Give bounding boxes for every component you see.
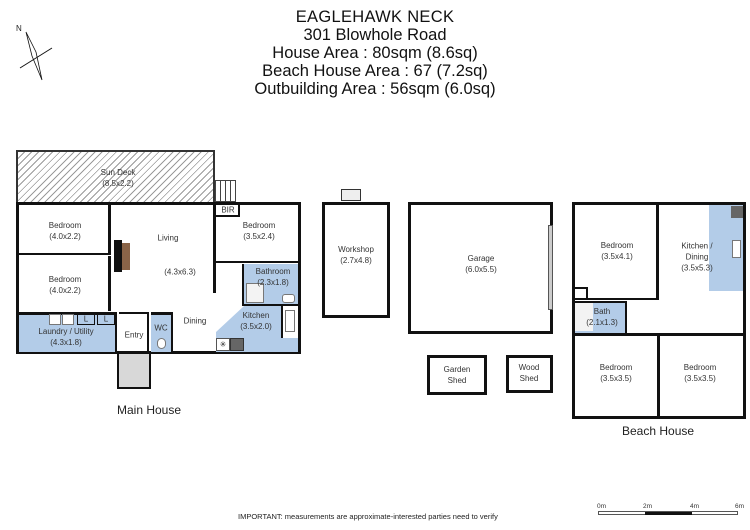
living-label: Living — [157, 233, 179, 243]
entry-porch — [117, 354, 151, 389]
entry-label: Entry — [124, 330, 144, 340]
living-dim: (4.3x6.3) — [164, 267, 196, 277]
laundry-tub-icon — [49, 314, 61, 325]
room-garden-shed — [427, 355, 487, 395]
main-house-outer-wall — [16, 202, 301, 354]
washer-icon — [62, 314, 74, 325]
workshop-label: Workshop (2.7x4.8) — [338, 245, 374, 265]
house-area: House Area : 80sqm (8.6sq) — [272, 44, 478, 62]
garage-door — [548, 225, 553, 310]
room-wc — [151, 312, 173, 352]
beach-shower-icon — [575, 303, 593, 331]
interior-wall — [213, 205, 216, 293]
laundry-label: Laundry / Utility (4.3x1.8) — [38, 327, 94, 347]
garden-shed-label: Garden Shed — [443, 365, 471, 385]
bedroom-1-label: Bedroom (4.0x2.2) — [48, 221, 82, 241]
kitchen-dining-label: Kitchen / Dining (3.5x5.3) — [681, 241, 713, 273]
bedroom-3-label: Bedroom (3.5x2.4) — [242, 221, 276, 241]
room-workshop — [322, 202, 390, 318]
bedroom-divider — [657, 333, 660, 416]
beach-house-area: Beach House Area : 67 (7.2sq) — [262, 62, 488, 80]
bedroom-2-label: Bedroom (4.0x2.2) — [48, 275, 82, 295]
room-beach-bedroom-1 — [575, 205, 659, 300]
workshop-sink-icon — [341, 189, 361, 201]
beach-closet — [575, 287, 588, 300]
beach-sink-icon — [732, 240, 741, 258]
room-entry — [119, 312, 149, 354]
room-sun-deck — [16, 150, 215, 204]
sun-deck-label: Sun Deck (8.5x2.2) — [100, 168, 136, 188]
room-wood-shed — [506, 355, 553, 393]
room-bir — [216, 205, 240, 217]
beach-bath-label: Bath (2.1x1.3) — [586, 307, 618, 327]
outbuilding-area: Outbuilding Area : 56sqm (6.0sq) — [254, 80, 496, 98]
deck-stairs — [215, 180, 236, 202]
room-bedroom-3 — [216, 205, 298, 263]
fireplace — [114, 240, 122, 272]
fireplace-hearth — [122, 243, 130, 270]
stove-icon — [230, 338, 244, 351]
linen-2-label: L — [103, 314, 109, 324]
beach-house-caption: Beach House — [622, 424, 695, 438]
main-house-caption: Main House — [117, 403, 182, 417]
room-linen-2 — [97, 314, 115, 325]
address: 301 Blowhole Road — [303, 26, 447, 44]
wood-shed-label: Wood Shed — [518, 363, 540, 383]
room-bedroom-1 — [19, 205, 111, 255]
beach-bedroom-2-label: Bedroom (3.5x3.5) — [599, 363, 633, 383]
bir-label: BIR — [221, 205, 235, 215]
disclaimer: IMPORTANT: measurements are approximate-… — [238, 512, 498, 521]
toilet-icon — [157, 338, 166, 349]
dining-label: Dining — [183, 316, 207, 326]
basin-icon — [282, 294, 295, 303]
bathroom-label: Bathroom (2.3x1.8) — [255, 267, 291, 287]
kitchen-label: Kitchen (3.5x2.0) — [240, 311, 272, 331]
room-linen-1 — [77, 314, 95, 325]
suburb-title: EAGLEHAWK NECK — [295, 8, 455, 26]
beach-house-outer-wall — [572, 202, 746, 419]
compass-label: N — [16, 24, 22, 33]
fridge-icon: ✳ — [216, 338, 230, 351]
north-arrow-icon — [19, 31, 53, 81]
wc-label: WC — [154, 323, 168, 333]
beach-bedroom-3-label: Bedroom (3.5x3.5) — [683, 363, 717, 383]
beach-stove-icon — [731, 206, 743, 218]
sink-icon — [285, 310, 295, 332]
beach-bedroom-1-label: Bedroom (3.5x4.1) — [600, 241, 634, 261]
room-bedroom-2 — [19, 256, 111, 311]
garage-label: Garage (6.0x5.5) — [465, 254, 497, 274]
linen-1-label: L — [83, 314, 89, 324]
shower-icon — [246, 283, 264, 303]
compass: N — [12, 22, 56, 82]
